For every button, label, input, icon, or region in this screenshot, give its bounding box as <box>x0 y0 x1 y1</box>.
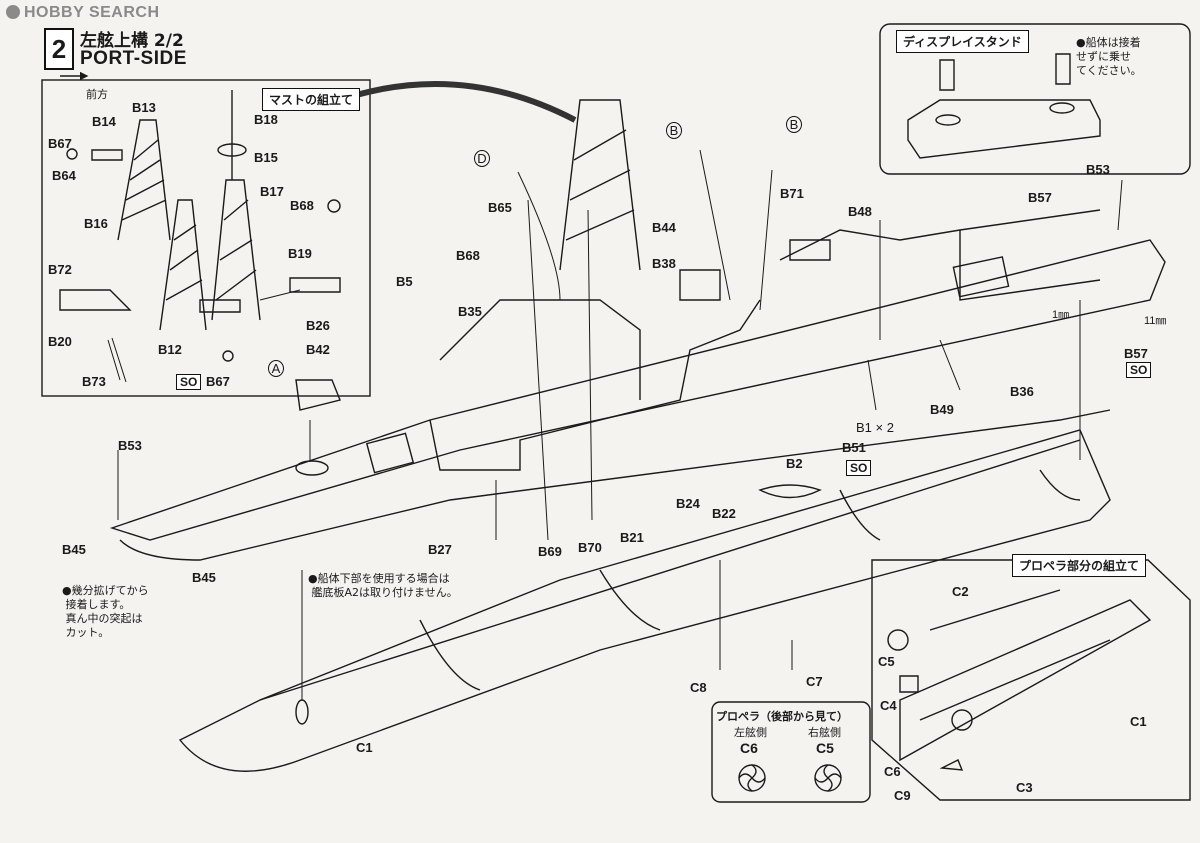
part-label: C8 <box>690 680 707 695</box>
prop-right-side: 右舷側 <box>808 727 841 739</box>
mast-panel-title: マストの組立て <box>262 88 361 111</box>
part-label: B36 <box>1010 384 1034 399</box>
part-label: B12 <box>158 342 182 357</box>
step-number: 2 <box>44 28 74 70</box>
display-stand <box>907 53 1101 159</box>
propeller-panel-frame <box>871 559 1191 801</box>
so-badge: SO <box>176 374 202 390</box>
part-label: B51 <box>842 440 866 455</box>
part-label: B67 <box>206 374 230 389</box>
part-label: C1 <box>356 740 373 755</box>
forward-label: 前方 <box>86 89 108 101</box>
bow-note: ●幾分拡げてから 接着します。 真ん中の突起は カット。 <box>62 584 149 639</box>
part-label: B27 <box>428 542 452 557</box>
leader-lines <box>117 81 1123 700</box>
part-label: B5 <box>396 274 413 289</box>
part-label: B2 <box>786 456 803 471</box>
prop-view-title: プロペラ（後部から見て） <box>716 711 848 723</box>
part-label: B45 <box>62 542 86 557</box>
part-label: C4 <box>880 698 897 713</box>
prop-right-part: C5 <box>816 740 834 756</box>
ship-lower-hull <box>178 429 1111 772</box>
part-label: B19 <box>288 246 312 261</box>
so-badge: SO <box>846 460 872 476</box>
step-subtitle: PORT-SIDE <box>80 48 187 69</box>
part-label: B15 <box>254 150 278 165</box>
prop-left-part: C6 <box>740 740 758 756</box>
display-note: ●船体は接着 せずに乗せ てください。 <box>1076 36 1142 77</box>
display-panel-title: ディスプレイスタンド <box>896 30 1029 53</box>
callout-b: B <box>666 122 682 139</box>
so-badge: SO <box>1126 362 1152 378</box>
part-label: B13 <box>132 100 156 115</box>
part-label: B16 <box>84 216 108 231</box>
part-label: C3 <box>1016 780 1033 795</box>
part-label: B49 <box>930 402 954 417</box>
part-label: B48 <box>848 204 872 219</box>
part-label: B64 <box>52 168 76 183</box>
part-label: B14 <box>92 114 116 129</box>
part-label: B35 <box>458 304 482 319</box>
display-panel-frame <box>879 23 1191 175</box>
part-label: B18 <box>254 112 278 127</box>
propeller-assembly <box>887 589 1152 771</box>
callout-d: D <box>474 150 490 167</box>
part-label: B45 <box>192 570 216 585</box>
part-label: B72 <box>48 262 72 277</box>
callout-b: B <box>786 116 802 133</box>
part-label: B57 <box>1028 190 1052 205</box>
hobby-search-watermark: HOBBY SEARCH <box>6 4 160 22</box>
part-label: B68 <box>290 198 314 213</box>
part-label: B73 <box>82 374 106 389</box>
watermark-text: HOBBY SEARCH <box>24 4 160 21</box>
part-label: B17 <box>260 184 284 199</box>
dimension-11mm: 11㎜ <box>1144 315 1167 327</box>
part-label: B44 <box>652 220 676 235</box>
part-label: B20 <box>48 334 72 349</box>
part-label: B21 <box>620 530 644 545</box>
callout-a: A <box>268 360 284 377</box>
hull-note: ●船体下部を使用する場合は 艦底板A2は取り付けません。 <box>308 572 458 599</box>
part-label: B65 <box>488 200 512 215</box>
step-title: 左舷上構 2/2 <box>80 31 184 51</box>
logo-icon <box>6 5 20 19</box>
part-label: B42 <box>306 342 330 357</box>
mast-panel-frame <box>41 79 371 397</box>
propeller-panel-title: プロペラ部分の組立て <box>1012 554 1147 577</box>
b1-multiplier: B1 × 2 <box>856 420 894 435</box>
part-label: C7 <box>806 674 823 689</box>
dimension-1mm: 1㎜ <box>1052 309 1070 321</box>
prop-icons <box>738 764 842 792</box>
part-label: B57 <box>1124 346 1148 361</box>
part-label: B26 <box>306 318 330 333</box>
part-label: C2 <box>952 584 969 599</box>
part-label: B53 <box>118 438 142 453</box>
part-label: B67 <box>48 136 72 151</box>
mast-assembly <box>59 71 341 383</box>
part-label: B71 <box>780 186 804 201</box>
prop-left-side: 左舷側 <box>734 727 767 739</box>
part-label: B38 <box>652 256 676 271</box>
part-label: B24 <box>676 496 700 511</box>
part-label: B69 <box>538 544 562 559</box>
part-label: B22 <box>712 506 736 521</box>
ship-upper-hull <box>109 99 1166 561</box>
part-label: C1 <box>1130 714 1147 729</box>
part-label: C5 <box>878 654 895 669</box>
part-label: B68 <box>456 248 480 263</box>
part-label: B70 <box>578 540 602 555</box>
part-label: C9 <box>894 788 911 803</box>
part-label: C6 <box>884 764 901 779</box>
part-label: B53 <box>1086 162 1110 177</box>
